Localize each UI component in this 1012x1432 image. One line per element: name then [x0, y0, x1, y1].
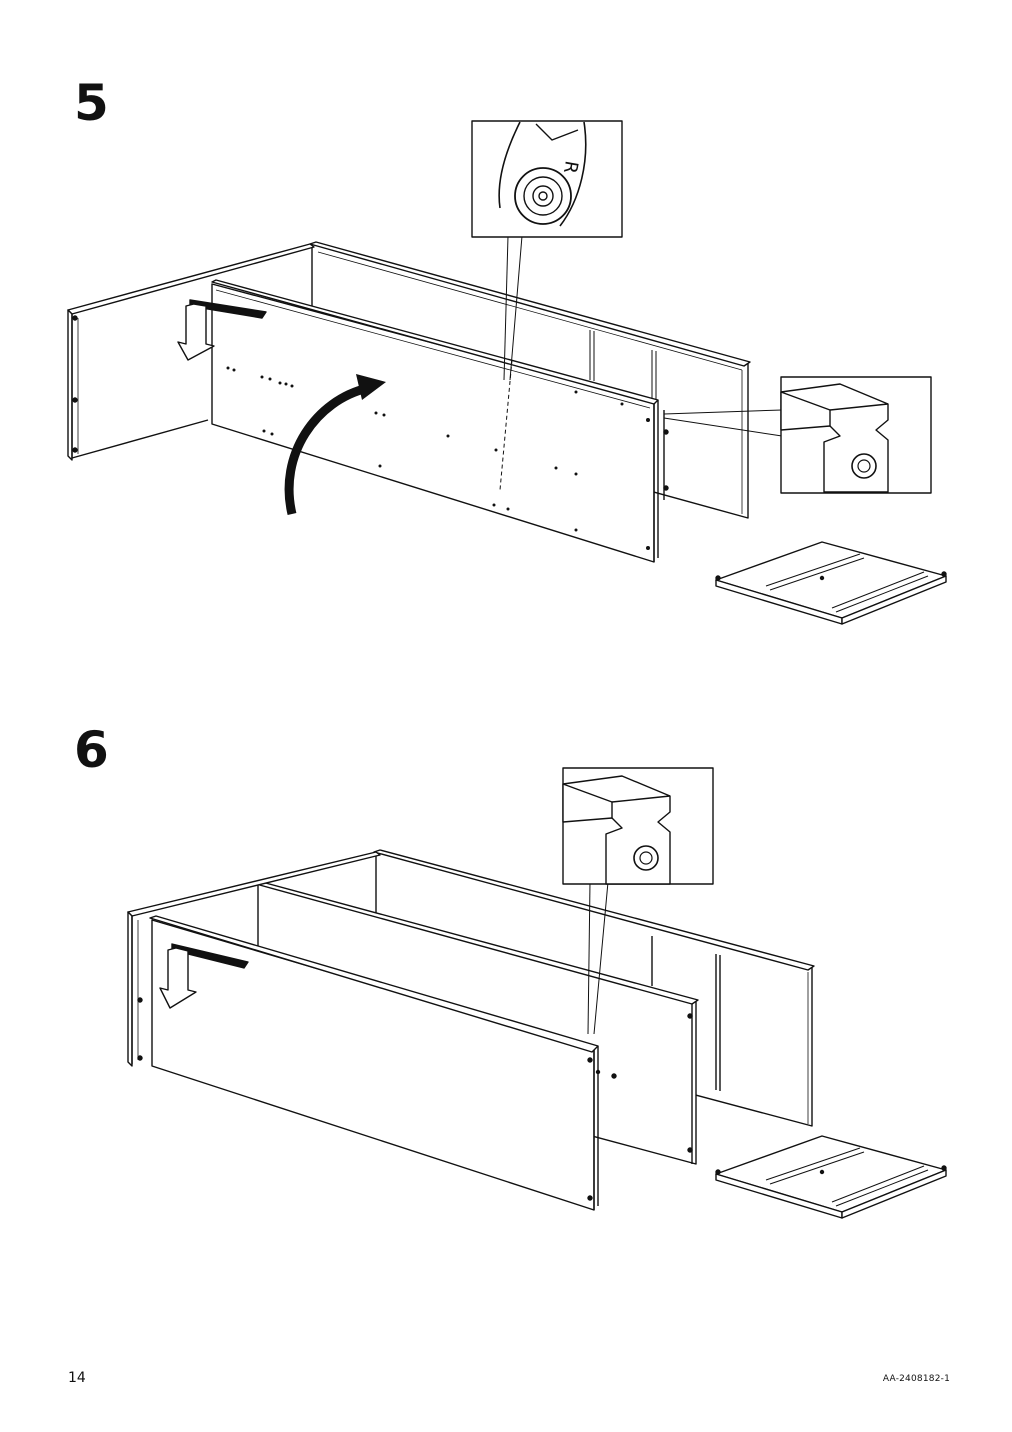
- step-6-number: 6: [74, 721, 109, 779]
- connector-detail-callout-5: [663, 376, 932, 494]
- step-5-number: 5: [74, 74, 109, 132]
- cam-lock-detail-callout: R: [471, 120, 623, 381]
- back-panel-right-edge: [663, 410, 669, 500]
- left-end-panel: [67, 243, 315, 461]
- step-5-illustration: R: [67, 120, 947, 625]
- step-6-illustration: [127, 767, 947, 1219]
- left-end-panel: [127, 851, 381, 1067]
- bottom-shelf: [715, 1135, 947, 1219]
- front-panel: [211, 279, 659, 563]
- curved-arrow-icon: [284, 374, 386, 516]
- front-panel: [149, 915, 599, 1211]
- page-number: 14: [68, 1370, 86, 1386]
- down-arrow-icon: [177, 299, 267, 361]
- cam-lock-mark: R: [559, 159, 582, 175]
- down-arrow-icon: [159, 943, 249, 1009]
- bottom-shelf: [715, 541, 947, 625]
- document-code: AA-2408182-1: [882, 1374, 950, 1384]
- alignment-dashed-line: [499, 359, 513, 491]
- connector-detail-callout-6: [562, 767, 714, 1035]
